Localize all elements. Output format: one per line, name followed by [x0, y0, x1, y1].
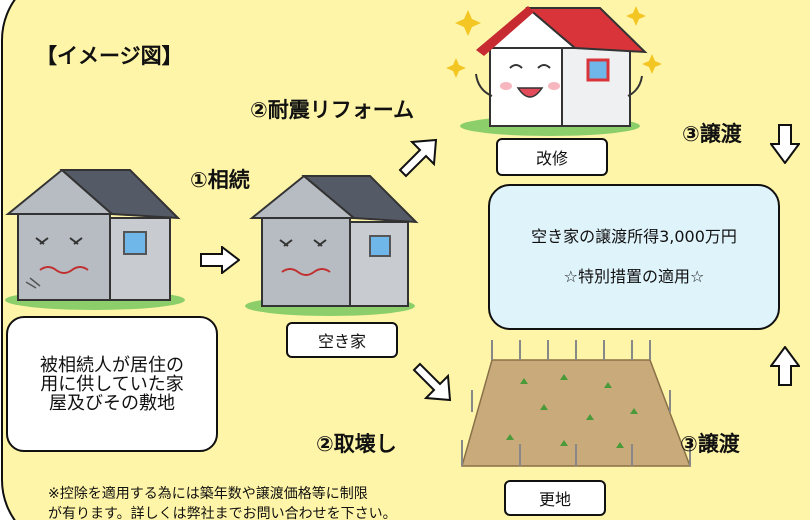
down-arrow-icon: [770, 124, 800, 164]
original-home-line: 用に供していた家: [40, 373, 184, 395]
diagram-title: 【イメージ図】: [36, 44, 183, 68]
original-home-box: 被相続人が居住の 用に供していた家 屋及びその敷地: [6, 316, 218, 452]
old-house-middle-illustration: [245, 174, 419, 316]
up-right-arrow-icon: [398, 138, 438, 178]
step-transfer-bottom-label: ③譲渡: [680, 432, 740, 456]
vacant-land-label: 更地: [538, 490, 571, 509]
renovation-label: 改修: [535, 149, 568, 168]
special-measure-title: 空き家の譲渡所得3,000万円: [531, 227, 737, 246]
renovated-house-illustration: [460, 6, 648, 136]
special-measure-box: 空き家の譲渡所得3,000万円 ☆特別措置の適用☆: [488, 184, 780, 330]
old-house-left-illustration: [5, 168, 185, 310]
step-transfer-top-label: ③譲渡: [682, 122, 742, 146]
step-inherit-label: ①相続: [190, 168, 250, 192]
vacant-land-illustration: [461, 340, 692, 467]
original-home-line: 屋及びその敷地: [49, 392, 175, 414]
right-arrow-icon: [200, 246, 240, 274]
down-right-arrow-icon: [412, 362, 452, 402]
renovation-box: 改修: [496, 138, 608, 176]
footnote-line: ※控除を適用する為には築年数や譲渡価格等に制限: [48, 486, 368, 502]
step-renovate-label: ②耐震リフォーム: [250, 98, 415, 122]
vacant-house-label: 空き家: [317, 332, 366, 351]
vacant-house-box: 空き家: [286, 322, 398, 358]
vacant-land-box: 更地: [504, 480, 606, 516]
footnote: ※控除を適用する為には築年数や譲渡価格等に制限 が有ります。詳しくは弊社までお問…: [48, 484, 397, 524]
up-arrow-icon: [770, 346, 800, 386]
original-home-line: 被相続人が居住の: [40, 354, 184, 376]
step-demolish-label: ②取壊し: [316, 432, 397, 456]
footnote-line: が有ります。詳しくは弊社までお問い合わせを下さい。: [48, 506, 397, 522]
special-measure-subtitle: ☆特別措置の適用☆: [563, 267, 705, 286]
